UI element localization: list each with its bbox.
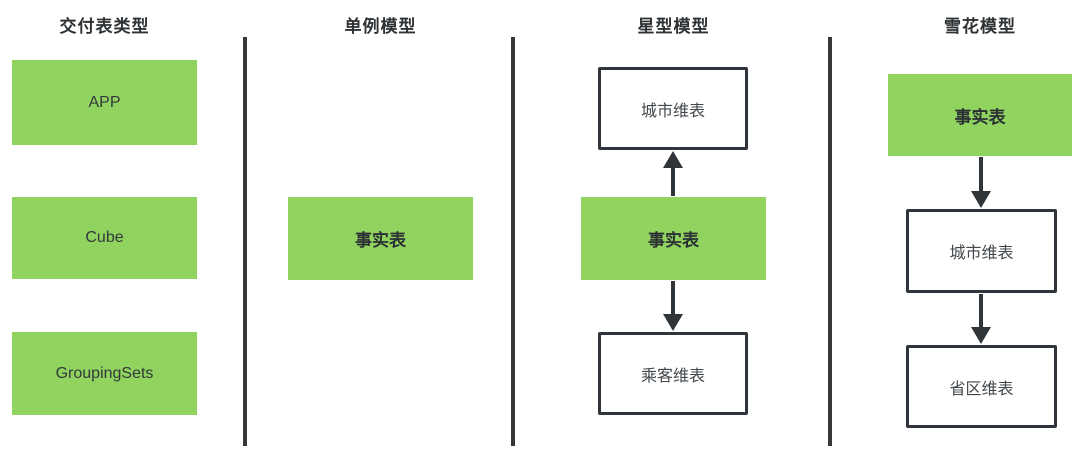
green-box-app: APP — [12, 60, 197, 145]
arrow-down-icon — [970, 294, 992, 344]
column-title-singleton-model: 单例模型 — [344, 17, 417, 36]
arrow-up-icon — [662, 151, 684, 196]
dimension-table-box-city-star: 城市维表 — [598, 67, 748, 150]
dimension-table-box-city-snowflake: 城市维表 — [906, 209, 1057, 293]
column-divider-1 — [243, 37, 247, 446]
green-box-cube: Cube — [12, 197, 197, 279]
arrow-down-icon — [662, 281, 684, 331]
green-box-groupingsets: GroupingSets — [12, 332, 197, 415]
fact-table-box-star: 事实表 — [581, 197, 766, 280]
arrow-head — [663, 314, 683, 331]
column-title-star-model: 星型模型 — [637, 17, 710, 36]
arrow-shaft — [671, 168, 675, 196]
arrow-head — [971, 191, 991, 208]
column-title-delivery-table-types: 交付表类型 — [59, 17, 150, 36]
arrow-shaft — [671, 281, 675, 314]
arrow-shaft — [979, 294, 983, 327]
fact-table-box-snowflake: 事实表 — [888, 74, 1072, 156]
column-divider-3 — [828, 37, 832, 446]
column-divider-2 — [511, 37, 515, 446]
dimension-table-box-passenger-star: 乘客维表 — [598, 332, 748, 415]
arrow-head — [971, 327, 991, 344]
arrow-down-icon — [970, 157, 992, 208]
arrow-head — [663, 151, 683, 168]
arrow-shaft — [979, 157, 983, 191]
dimension-table-box-province-snowflake: 省区维表 — [906, 345, 1057, 428]
fact-table-box-singleton: 事实表 — [288, 197, 473, 280]
column-title-snowflake-model: 雪花模型 — [944, 17, 1016, 36]
